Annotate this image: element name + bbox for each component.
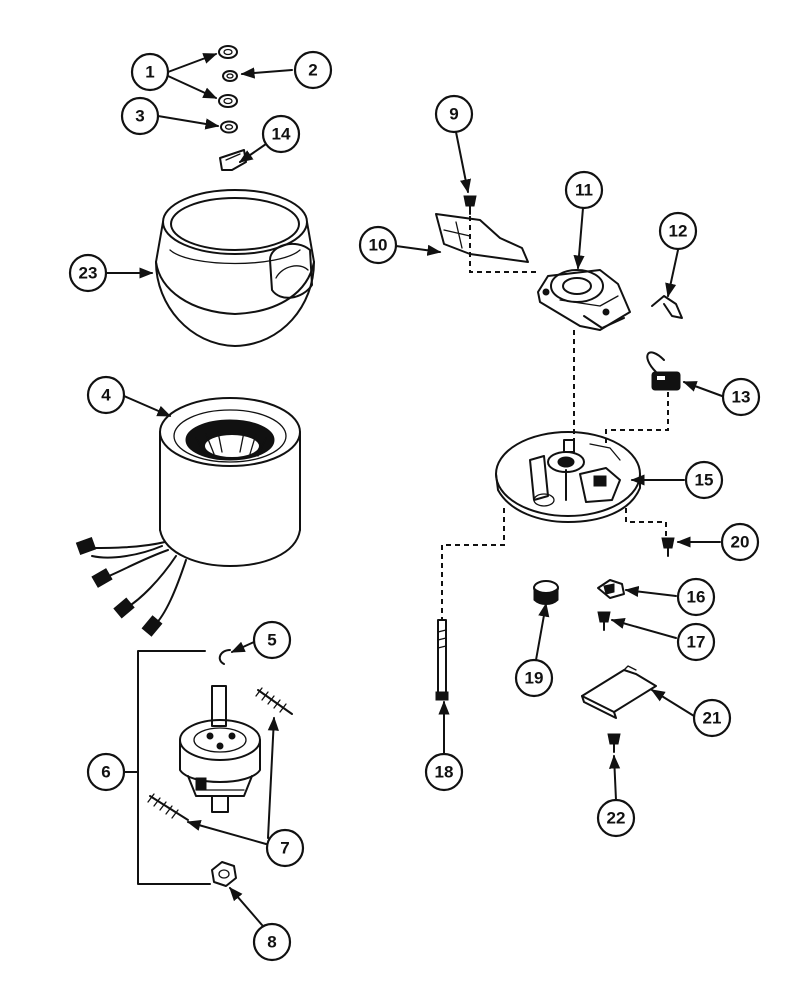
screw-part	[597, 611, 611, 631]
retaining-clip-part	[218, 649, 231, 665]
long-bolt-part	[435, 619, 449, 701]
callout-label: 22	[607, 809, 626, 828]
base-plate-part	[495, 431, 641, 523]
callout-8: 8	[252, 922, 292, 962]
housing-ring-part	[155, 189, 315, 347]
callout-21: 21	[692, 698, 732, 738]
callout-5: 5	[252, 620, 292, 660]
callout-14: 14	[261, 114, 301, 154]
callout-19: 19	[514, 658, 554, 698]
callout-label: 13	[732, 388, 751, 407]
callout-label: 2	[308, 61, 317, 80]
callout-label: 23	[79, 264, 98, 283]
callout-label: 17	[687, 633, 706, 652]
callout-16: 16	[676, 577, 716, 617]
small-bracket-part	[597, 579, 625, 599]
callout-2: 2	[293, 50, 333, 90]
callout-label: 18	[435, 763, 454, 782]
assembly-bracket	[137, 650, 211, 885]
callout-4: 4	[86, 375, 126, 415]
callout-label: 19	[525, 669, 544, 688]
callout-7: 7	[265, 828, 305, 868]
callout-12: 12	[658, 211, 698, 251]
callout-20: 20	[720, 522, 760, 562]
callout-label: 16	[687, 588, 706, 607]
callout-label: 7	[280, 839, 289, 858]
screw-part	[607, 733, 621, 753]
callout-label: 14	[272, 125, 291, 144]
callout-1: 1	[130, 52, 170, 92]
callout-label: 8	[267, 933, 276, 952]
callout-17: 17	[676, 622, 716, 662]
callout-label: 15	[695, 471, 714, 490]
callout-3: 3	[120, 96, 160, 136]
callout-label: 1	[145, 63, 154, 82]
motor-stator-part	[75, 397, 301, 637]
cover-bracket-part	[581, 665, 657, 719]
callout-13: 13	[721, 377, 761, 417]
callout-18: 18	[424, 752, 464, 792]
switch-mechanism-part	[537, 269, 631, 331]
callout-6: 6	[86, 752, 126, 792]
callout-label: 4	[101, 386, 111, 405]
callout-label: 10	[369, 236, 388, 255]
callout-label: 12	[669, 222, 688, 241]
capacitor-part	[646, 351, 681, 391]
spring-clip-part	[651, 295, 683, 319]
spring-part	[147, 687, 293, 821]
callout-22: 22	[596, 798, 636, 838]
cover-plate-part	[435, 213, 529, 263]
nut-part	[211, 861, 237, 887]
washer-part	[218, 45, 238, 134]
screw-part	[661, 537, 675, 557]
callout-15: 15	[684, 460, 724, 500]
callout-23: 23	[68, 253, 108, 293]
assembly-guide-lines	[441, 216, 669, 620]
callout-label: 9	[449, 105, 458, 124]
screw-part	[463, 195, 477, 215]
callout-label: 20	[731, 533, 750, 552]
callout-9: 9	[434, 94, 474, 134]
callout-label: 5	[267, 631, 276, 650]
callout-label: 3	[135, 107, 144, 126]
knob-part	[533, 580, 559, 605]
leader-lines	[105, 53, 723, 926]
rotor-assembly-part	[179, 685, 261, 813]
callout-label: 6	[101, 763, 110, 782]
callout-label: 11	[575, 181, 593, 200]
callout-10: 10	[358, 225, 398, 265]
callout-11: 11	[564, 170, 604, 210]
callout-label: 21	[703, 709, 722, 728]
